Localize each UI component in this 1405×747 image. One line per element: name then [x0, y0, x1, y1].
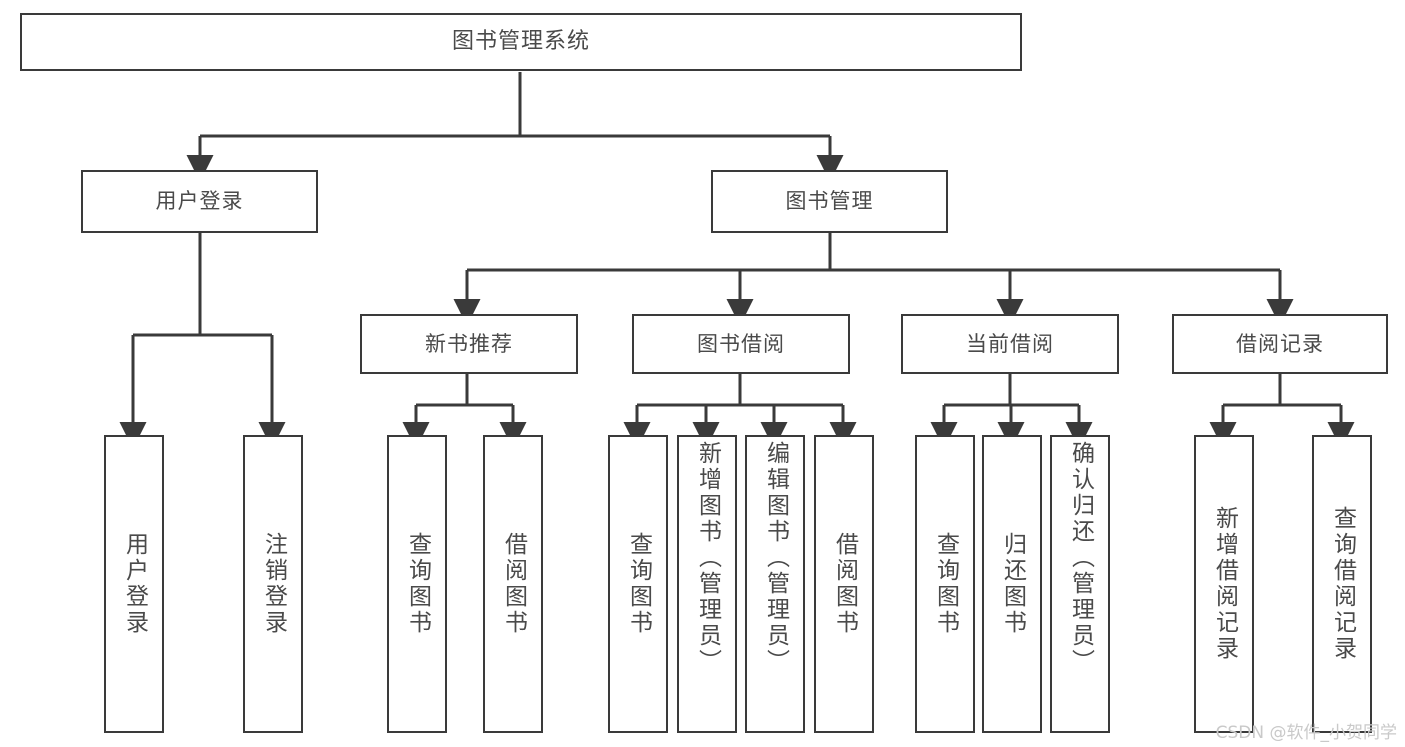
- node-borrow-records[interactable]: 借阅记录: [1172, 314, 1388, 374]
- node-label: 用户登录: [121, 532, 148, 636]
- leaf-borrow-add-book-admin[interactable]: 新增图书（管理员）: [677, 435, 737, 733]
- leaf-record-add[interactable]: 新增借阅记录: [1194, 435, 1254, 733]
- node-label: 确认归还（管理员）: [1067, 441, 1094, 675]
- leaf-borrow-edit-book-admin[interactable]: 编辑图书（管理员）: [745, 435, 805, 733]
- node-label: 新书推荐: [425, 331, 513, 356]
- node-new-book-recommend[interactable]: 新书推荐: [360, 314, 578, 374]
- node-label: 借阅图书: [500, 532, 527, 636]
- leaf-new-book-borrow[interactable]: 借阅图书: [483, 435, 543, 733]
- node-label: 查询图书: [625, 532, 652, 636]
- node-label: 归还图书: [999, 532, 1026, 636]
- leaf-current-confirm-return-admin[interactable]: 确认归还（管理员）: [1050, 435, 1110, 733]
- leaf-current-return-book[interactable]: 归还图书: [982, 435, 1042, 733]
- node-user-login[interactable]: 用户登录: [81, 170, 318, 233]
- node-current-borrow[interactable]: 当前借阅: [901, 314, 1119, 374]
- node-book-management[interactable]: 图书管理: [711, 170, 948, 233]
- node-label: 编辑图书（管理员）: [762, 441, 789, 675]
- leaf-borrow-query-book[interactable]: 查询图书: [608, 435, 668, 733]
- leaf-user-login[interactable]: 用户登录: [104, 435, 164, 733]
- node-label: 查询借阅记录: [1329, 506, 1356, 662]
- leaf-current-query-book[interactable]: 查询图书: [915, 435, 975, 733]
- node-label: 图书管理: [785, 189, 874, 214]
- leaf-record-query[interactable]: 查询借阅记录: [1312, 435, 1372, 733]
- node-label: 新增借阅记录: [1211, 506, 1238, 662]
- node-label: 当前借阅: [966, 331, 1054, 356]
- node-book-borrow[interactable]: 图书借阅: [632, 314, 850, 374]
- node-label: 用户登录: [155, 189, 244, 214]
- node-label: 借阅图书: [831, 532, 858, 636]
- node-label: 图书借阅: [697, 331, 785, 356]
- csdn-watermark: CSDN @软件_小贺同学: [1215, 723, 1397, 743]
- leaf-borrow-borrow-book[interactable]: 借阅图书: [814, 435, 874, 733]
- leaf-user-logout[interactable]: 注销登录: [243, 435, 303, 733]
- node-label: 借阅记录: [1236, 331, 1324, 356]
- node-label: 注销登录: [260, 532, 287, 636]
- leaf-new-book-query[interactable]: 查询图书: [387, 435, 447, 733]
- node-label: 图书管理系统: [451, 29, 590, 55]
- node-label: 查询图书: [932, 532, 959, 636]
- node-label: 查询图书: [404, 532, 431, 636]
- node-label: 新增图书（管理员）: [694, 441, 721, 675]
- node-root-system[interactable]: 图书管理系统: [20, 13, 1022, 71]
